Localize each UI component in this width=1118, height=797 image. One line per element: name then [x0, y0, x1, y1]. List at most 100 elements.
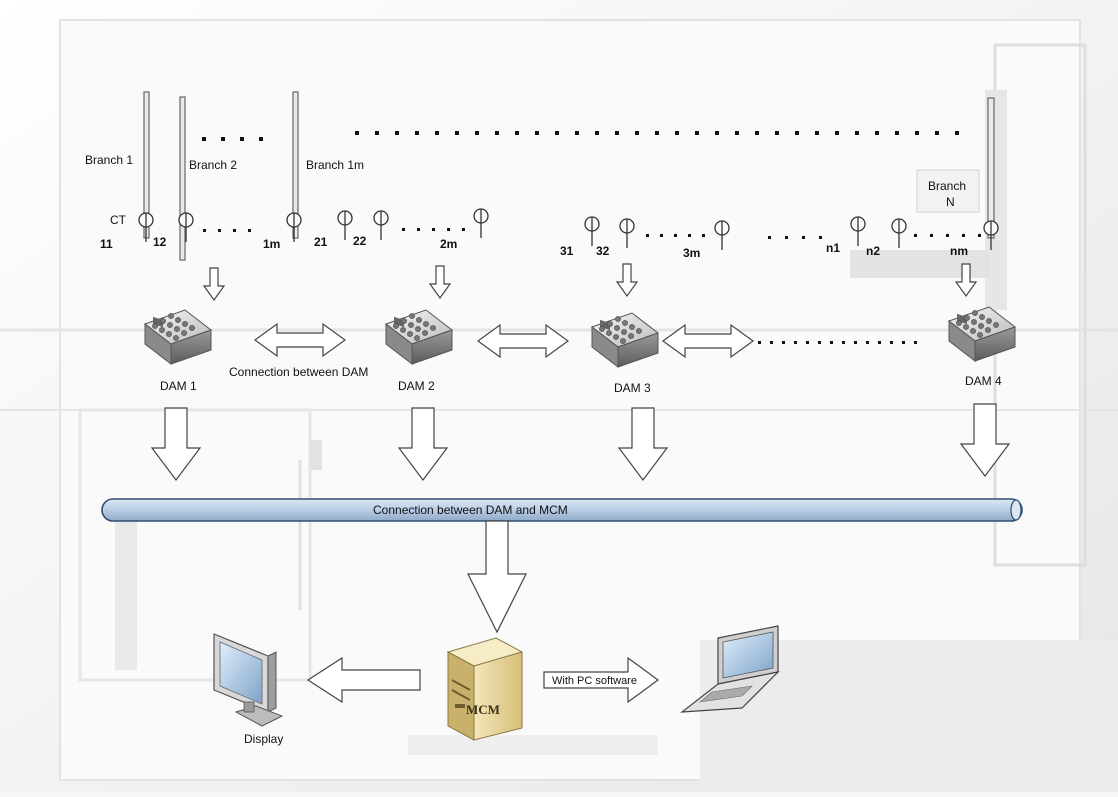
ellipsis-dot: [735, 131, 739, 135]
ct-num-21: 21: [314, 235, 328, 249]
ellipsis-dot: [842, 341, 845, 344]
dam-2-label: DAM 2: [398, 379, 435, 393]
ellipsis-dot: [417, 228, 420, 231]
ellipsis-dot: [555, 131, 559, 135]
ellipsis-dot: [890, 341, 893, 344]
branch-n-box: Branch N: [916, 169, 980, 213]
ellipsis-dot: [878, 341, 881, 344]
ct-num-31: 31: [560, 244, 574, 258]
ellipsis-dot: [914, 234, 917, 237]
ellipsis-dot: [815, 131, 819, 135]
ellipsis-dot: [248, 229, 251, 232]
dam-mcm-bus: Connection between DAM and MCM: [101, 498, 1023, 522]
ellipsis-dot: [830, 341, 833, 344]
ellipsis-dot: [402, 228, 405, 231]
ellipsis-dot: [794, 341, 797, 344]
ct-num-n1: n1: [826, 241, 840, 255]
ellipsis-dot: [375, 131, 379, 135]
dam-4-label: DAM 4: [965, 374, 1002, 388]
ellipsis-dot: [758, 341, 761, 344]
ellipsis-dot: [914, 341, 917, 344]
ellipsis-dot: [462, 228, 465, 231]
ct-num-22: 22: [353, 234, 367, 248]
branch-1-label: Branch 1: [85, 153, 133, 167]
ellipsis-dot: [819, 236, 822, 239]
ct-num-32: 32: [596, 244, 610, 258]
ellipsis-dot: [646, 234, 649, 237]
ellipsis-dot: [915, 131, 919, 135]
ct-num-12: 12: [153, 235, 167, 249]
ellipsis-dot: [770, 341, 773, 344]
display-label: Display: [244, 732, 283, 746]
ellipsis-dot: [495, 131, 499, 135]
dam-1-label: DAM 1: [160, 379, 197, 393]
ellipsis-dot: [875, 131, 879, 135]
ct-num-nm: nm: [950, 244, 968, 258]
ellipsis-dot: [768, 236, 771, 239]
ct-num-3m: 3m: [683, 246, 700, 260]
ellipsis-dot: [795, 131, 799, 135]
branch-2-label: Branch 2: [189, 158, 237, 172]
ellipsis-dot: [535, 131, 539, 135]
mcm-to-display-arrow: [306, 656, 421, 704]
display-monitor-icon: [213, 633, 284, 727]
branch-1m-pole: [292, 91, 299, 239]
ellipsis-dot: [802, 236, 805, 239]
mcm-to-laptop-arrow: [543, 656, 660, 704]
bus-label: Connection between DAM and MCM: [373, 503, 568, 517]
ellipsis-dot: [395, 131, 399, 135]
pc-software-label: With PC software: [552, 675, 637, 687]
ellipsis-dot: [203, 229, 206, 232]
ellipsis-dot: [935, 131, 939, 135]
ellipsis-dot: [785, 236, 788, 239]
ellipsis-dot: [475, 131, 479, 135]
ellipsis-dot: [715, 131, 719, 135]
branch-n-label-line2: N: [946, 195, 955, 209]
dam-3-label: DAM 3: [614, 381, 651, 395]
ellipsis-dot: [866, 341, 869, 344]
connection-between-dam-label: Connection between DAM: [229, 365, 368, 379]
ellipsis-dot: [806, 341, 809, 344]
ct-num-2m: 2m: [440, 237, 457, 251]
branch-n-pole: [987, 97, 995, 239]
ellipsis-dot: [946, 234, 949, 237]
ellipsis-dot: [355, 131, 359, 135]
ellipsis-dot: [775, 131, 779, 135]
ellipsis-dots: [202, 131, 981, 344]
bus-to-mcm-arrow: [467, 520, 527, 634]
ellipsis-dot: [978, 234, 981, 237]
ellipsis-dot: [688, 234, 691, 237]
mcm-label: MCM: [466, 702, 500, 717]
ellipsis-dot: [895, 131, 899, 135]
ellipsis-dot: [233, 229, 236, 232]
ellipsis-dot: [695, 131, 699, 135]
branch-n-label-line1: Branch: [928, 179, 966, 193]
ellipsis-dot: [902, 341, 905, 344]
laptop-icon: [680, 625, 780, 713]
ellipsis-dot: [515, 131, 519, 135]
ellipsis-dot: [702, 234, 705, 237]
ellipsis-dot: [955, 131, 959, 135]
ellipsis-dot: [674, 234, 677, 237]
ellipsis-dot: [635, 131, 639, 135]
ellipsis-dot: [655, 131, 659, 135]
ellipsis-dot: [435, 131, 439, 135]
ellipsis-dot: [675, 131, 679, 135]
ellipsis-dot: [930, 234, 933, 237]
branch-poles: [143, 91, 995, 261]
ellipsis-dot: [432, 228, 435, 231]
ellipsis-dot: [962, 234, 965, 237]
ellipsis-dot: [575, 131, 579, 135]
ellipsis-dot: [415, 131, 419, 135]
ellipsis-dot: [447, 228, 450, 231]
ellipsis-dot: [818, 341, 821, 344]
ellipsis-dot: [854, 341, 857, 344]
ct-num-1m: 1m: [263, 237, 280, 251]
branch-1m-label: Branch 1m: [306, 158, 364, 172]
ellipsis-dot: [595, 131, 599, 135]
ct-num-n2: n2: [866, 244, 880, 258]
branch-2-pole: [179, 96, 186, 261]
ellipsis-dot: [455, 131, 459, 135]
